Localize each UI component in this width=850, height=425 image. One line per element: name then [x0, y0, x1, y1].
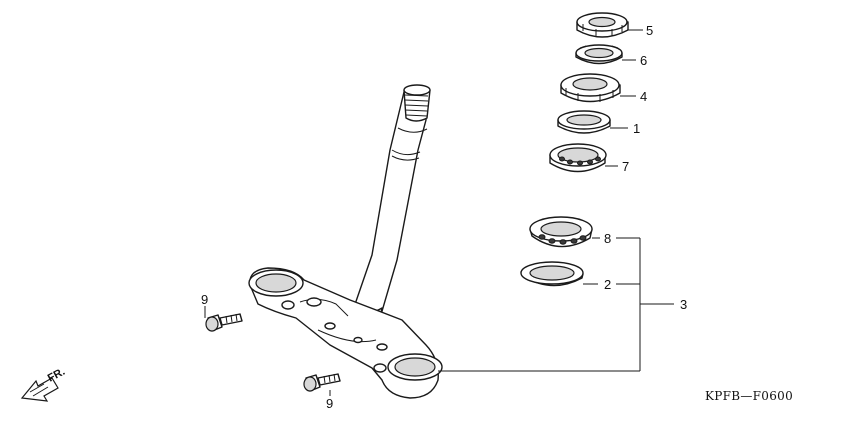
diagram-code: KPFB—F0600 — [705, 389, 793, 403]
pinch-bolt-lower — [303, 373, 341, 392]
lock-washer — [575, 44, 623, 65]
adjusting-nut — [560, 73, 621, 103]
pinch-bolt-upper — [205, 313, 243, 332]
dust-seal — [520, 261, 584, 287]
callout-3: 3 — [680, 297, 687, 312]
bottom-bridge — [248, 267, 443, 399]
callout-5: 5 — [646, 23, 653, 38]
lower-bearing — [529, 216, 593, 248]
upper-bearing — [549, 143, 607, 173]
front-label: FR. — [46, 366, 67, 385]
upper-inner-race — [557, 110, 611, 134]
callout-4: 4 — [640, 89, 647, 104]
steering-stem — [349, 84, 431, 324]
lock-nut — [576, 12, 629, 38]
callout-7: 7 — [622, 159, 629, 174]
callout-6: 6 — [640, 53, 647, 68]
leader-lines — [204, 29, 674, 396]
callout-9-upper: 9 — [201, 292, 208, 307]
callout-1: 1 — [633, 121, 640, 136]
callout-2: 2 — [604, 277, 611, 292]
front-direction-arrow — [20, 377, 59, 402]
callout-8: 8 — [604, 231, 611, 246]
callout-9-lower: 9 — [326, 396, 333, 411]
